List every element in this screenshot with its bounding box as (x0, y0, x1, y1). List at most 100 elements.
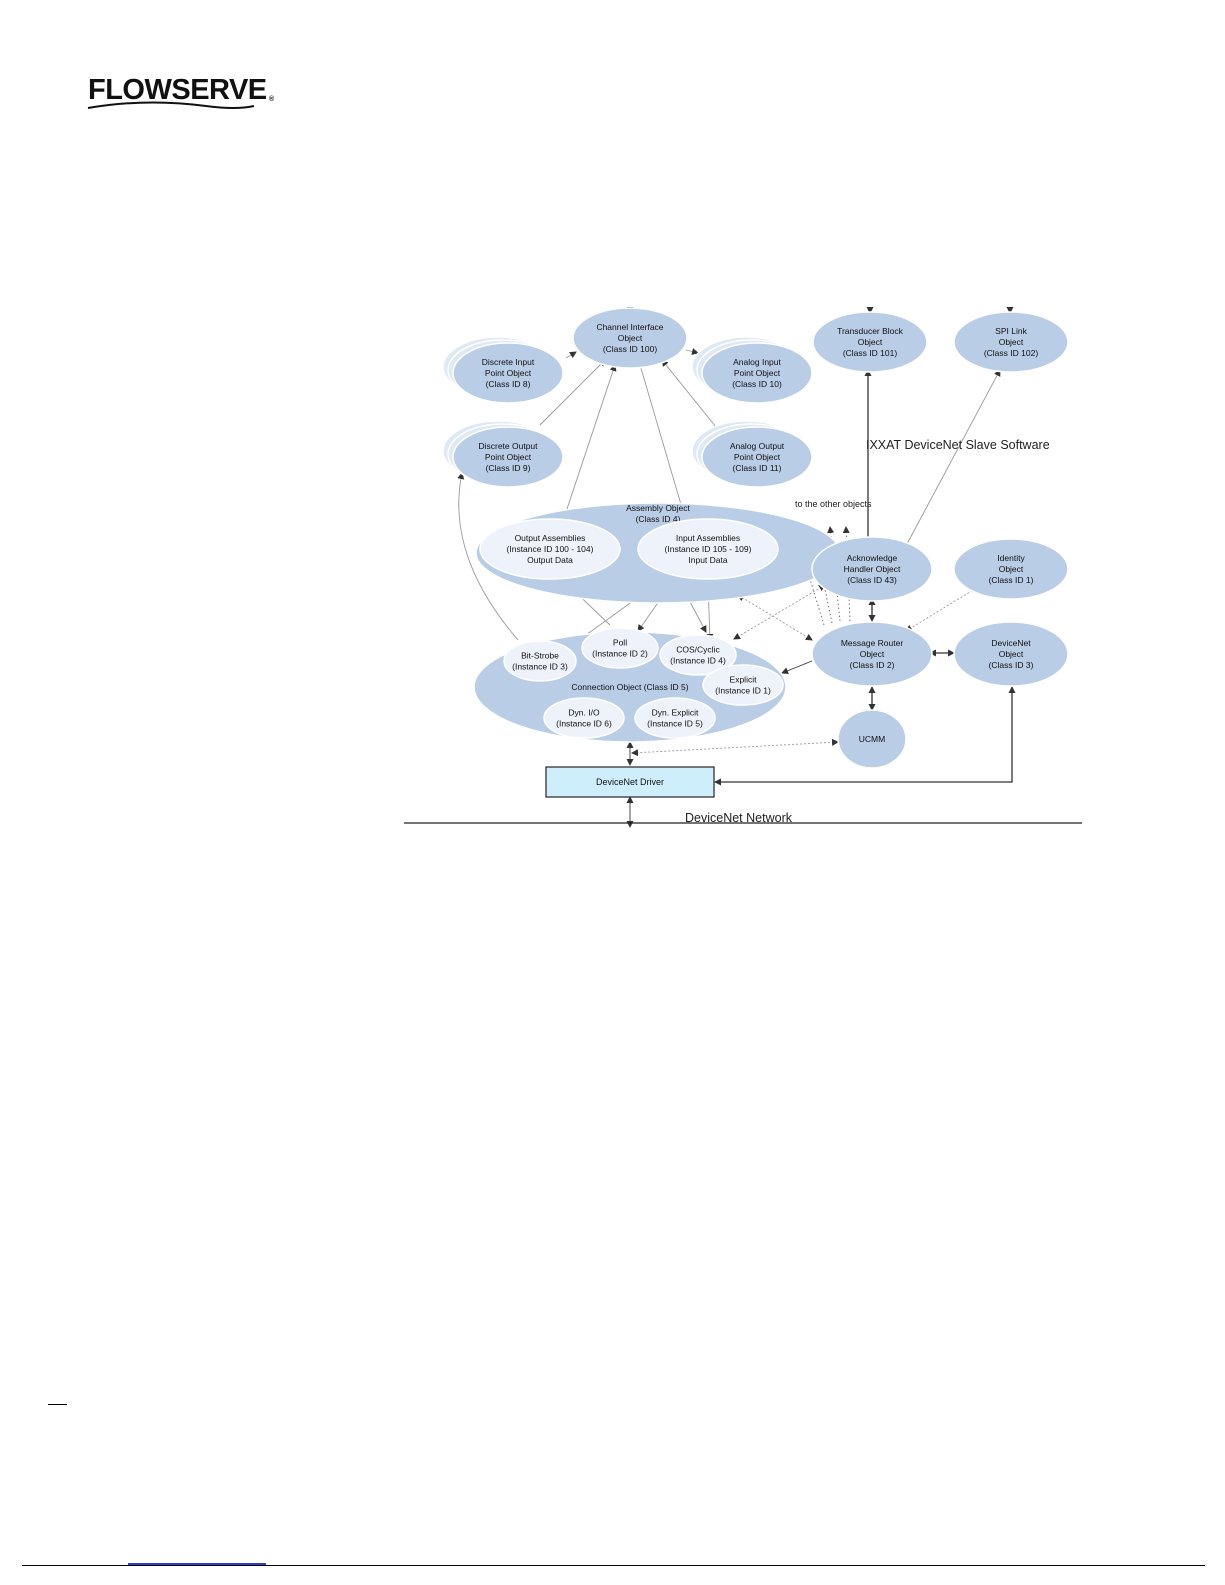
discrete-input-point-object-label-line: Discrete Input (482, 357, 535, 367)
channel-interface-object-label-line: Object (618, 333, 643, 343)
identity-object-label-line: Identity (997, 553, 1025, 563)
link-ucmm-connection (631, 738, 839, 757)
output-assemblies: Output Assemblies(Instance ID 100 - 104)… (479, 518, 621, 580)
devicenet-object-label-line: (Class ID 3) (989, 660, 1034, 670)
dyn-explicit-instance-label-line: Dyn. Explicit (652, 707, 699, 717)
devicenet-driver-box (545, 766, 715, 798)
logo-text: FLOWSERVE (88, 74, 267, 106)
poll-instance: Poll(Instance ID 2) (581, 627, 659, 669)
message-router-object-label-line: (Class ID 2) (850, 660, 895, 670)
identity-object-label-line: (Class ID 1) (989, 575, 1034, 585)
output-assemblies-ellipse (479, 518, 621, 580)
identity-object-ellipse (953, 538, 1069, 600)
link-ack-spi (899, 369, 1001, 558)
analog-input-point-object-label-line: Analog Input (733, 357, 781, 367)
footer-rule (22, 1565, 1205, 1566)
poll-instance-ellipse (581, 627, 659, 669)
discrete-input-point-object-ellipse (452, 342, 564, 404)
transducer-block-object-label-line: Transducer Block (837, 326, 904, 336)
output-assemblies-label-line: Output Assemblies (515, 533, 586, 543)
bit-strobe-instance-label-line: Bit-Strobe (521, 650, 559, 660)
diagram-nodes: Assembly Object(Class ID 4) Connection Ob… (442, 307, 1069, 769)
connection-object-label-line: Connection Object (Class ID 5) (571, 682, 688, 692)
link-router-assembly (737, 594, 813, 641)
cos-cyclic-instance-label-line: COS/Cyclic (676, 644, 720, 654)
input-assemblies-ellipse (637, 518, 779, 580)
analog-output-point-object-label-line: (Class ID 11) (733, 463, 782, 473)
spi-link-object-label-line: (Class ID 102) (984, 348, 1038, 358)
output-assemblies-label-line: Output Data (527, 555, 573, 565)
dyn-explicit-instance-ellipse (634, 697, 716, 739)
input-assemblies-label-line: Input Data (688, 555, 727, 565)
link-channel-analog-in (685, 348, 699, 355)
link-analog-out-channel (661, 359, 717, 428)
ucmm-label-line: UCMM (859, 734, 885, 744)
spi-link-object-label-line: Object (999, 337, 1024, 347)
link-router-explicit (781, 660, 813, 675)
message-router-object-label-line: Object (860, 649, 885, 659)
bit-strobe-instance-ellipse (503, 640, 577, 682)
footer-link-underline (128, 1563, 266, 1565)
analog-input-point-object-label-line: (Class ID 10) (732, 379, 782, 389)
discrete-output-point-object-ellipse (452, 426, 564, 488)
bit-strobe-instance-label-line: (Instance ID 3) (512, 661, 568, 671)
dyn-io-instance-label-line: (Instance ID 6) (556, 718, 612, 728)
analog-output-point-object-ellipse (701, 426, 813, 488)
channel-interface-object-ellipse (572, 307, 688, 369)
acknowledge-handler-object-label-line: Acknowledge (847, 553, 898, 563)
assembly-object-label-line: (Class ID 4) (636, 514, 681, 524)
spi-link-object-label-line: SPI Link (995, 326, 1027, 336)
analog-input-point-object-ellipse (701, 342, 813, 404)
explicit-instance-ellipse (702, 664, 784, 706)
discrete-output-point-object-label-line: (Class ID 9) (486, 463, 531, 473)
analog-input-point-object-label-line: Point Object (734, 368, 781, 378)
acknowledge-handler-object-ellipse (811, 536, 933, 602)
assembly-object-label-line: Assembly Object (626, 503, 690, 513)
channel-interface-object-label-line: Channel Interface (596, 322, 663, 332)
transducer-block-object-ellipse (812, 311, 928, 373)
cos-cyclic-instance-label-line: (Instance ID 4) (670, 655, 726, 665)
link-discrete-in-channel (565, 351, 577, 359)
dyn-io-instance: Dyn. I/O(Instance ID 6) (543, 697, 625, 739)
devicenet-object-ellipse (953, 621, 1069, 687)
poll-instance-label-line: (Instance ID 2) (592, 648, 648, 658)
discrete-input-point-object-label-line: (Class ID 8) (486, 379, 531, 389)
transducer-block-object-label-line: (Class ID 101) (843, 348, 897, 358)
explicit-instance-label-line: Explicit (730, 674, 758, 684)
acknowledge-handler-object-label-line: (Class ID 43) (847, 575, 897, 585)
analog-output-point-object-label-line: Point Object (734, 452, 781, 462)
link-discrete-out-channel (539, 359, 606, 426)
input-assemblies: Input Assemblies(Instance ID 105 - 109)I… (637, 518, 779, 580)
ucmm: UCMM (837, 709, 907, 769)
discrete-output-point-object-label-line: Discrete Output (478, 441, 538, 451)
link-router-identity (905, 586, 979, 632)
input-assemblies-label-line: Input Assemblies (676, 533, 740, 543)
logo-swoosh (87, 101, 255, 109)
network-label: DeviceNet Network (685, 811, 793, 825)
devicenet-object-label-line: DeviceNet (991, 638, 1031, 648)
dyn-explicit-instance-label-line: (Instance ID 5) (647, 718, 703, 728)
input-assemblies-label-line: (Instance ID 105 - 109) (665, 544, 752, 554)
dyn-io-instance-label-line: Dyn. I/O (568, 707, 600, 717)
ucmm-ellipse (837, 709, 907, 769)
bit-strobe-instance: Bit-Strobe(Instance ID 3) (503, 640, 577, 682)
link-bitstrobe-discrete-out (457, 472, 519, 641)
message-router-object-ellipse (811, 621, 933, 687)
discrete-input-point-object-label-line: Point Object (485, 368, 532, 378)
footnote-mark (48, 1404, 67, 1405)
registered-mark: ® (268, 96, 274, 103)
dyn-io-instance-ellipse (543, 697, 625, 739)
cos-cyclic-instance: COS/Cyclic(Instance ID 4) (659, 634, 737, 676)
message-router-object-label-line: Message Router (841, 638, 904, 648)
devicenet-driver-label: DeviceNet Driver (596, 777, 664, 787)
